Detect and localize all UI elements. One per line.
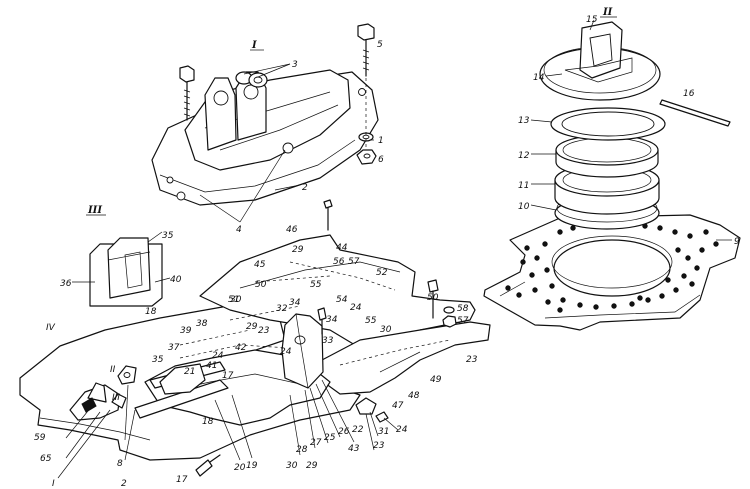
callout-29: 29	[292, 245, 304, 255]
callout-41: 41	[206, 361, 217, 371]
callout-16: 16	[683, 89, 695, 99]
callout-28: 28	[296, 445, 308, 455]
callout-51: 51	[228, 295, 239, 305]
callout-24d: 24	[396, 425, 408, 435]
callout-1: 1	[378, 136, 384, 146]
callout-46: 46	[286, 225, 298, 235]
callout-48: 48	[408, 391, 420, 401]
callout-24: 24	[350, 303, 362, 313]
callout-29c: 29	[306, 461, 318, 471]
callout-17b: 17	[176, 475, 188, 485]
callout-31: 31	[378, 427, 389, 437]
callout-23c: 23	[373, 441, 385, 451]
callout-4: 4	[236, 225, 242, 235]
roman-view-labels: I II III	[86, 7, 617, 216]
callout-49: 49	[430, 375, 442, 385]
callout-57: 57	[348, 257, 360, 267]
view-label-i: I	[251, 40, 257, 51]
callout-38: 38	[196, 319, 208, 329]
callout-55: 55	[310, 280, 322, 290]
part-callouts: 3 5 1 6 2 4 15 14 16 13 12 11 10 9 35 36…	[34, 15, 740, 489]
callout-47: 47	[392, 401, 404, 411]
callout-26: 26	[338, 427, 350, 437]
callout-42: 42	[235, 343, 247, 353]
callout-19: 19	[246, 461, 258, 471]
callout-33: 33	[322, 336, 334, 346]
view-ii-ring-stack	[483, 19, 741, 331]
callout-35b: 35	[152, 355, 164, 365]
callout-29b: 29	[246, 322, 258, 332]
callout-55b: 55	[365, 316, 377, 326]
callout-roman-i: I	[52, 479, 55, 489]
callout-24b: 24	[212, 351, 224, 361]
callout-6: 6	[378, 155, 384, 165]
callout-20: 20	[234, 463, 246, 473]
callout-2-lower: 2	[121, 479, 127, 489]
callout-23b: 23	[466, 355, 478, 365]
callout-44: 44	[336, 243, 348, 253]
callout-3: 3	[292, 60, 298, 70]
callout-58: 58	[457, 304, 469, 314]
callout-43: 43	[348, 444, 360, 454]
callout-18b: 18	[202, 417, 214, 427]
callout-39: 39	[180, 326, 192, 336]
callout-34: 34	[289, 298, 301, 308]
view-iii-floor-assembly	[19, 199, 491, 479]
callout-40: 40	[170, 275, 182, 285]
callout-27: 27	[310, 438, 322, 448]
callout-25: 25	[324, 433, 336, 443]
callout-56: 56	[333, 257, 345, 267]
callout-36: 36	[60, 279, 72, 289]
view-i-bracket	[151, 23, 379, 223]
callout-50b: 50	[427, 293, 439, 303]
callout-11: 11	[518, 181, 529, 191]
callout-52: 52	[376, 268, 388, 278]
callout-8: 8	[117, 459, 123, 469]
callout-65: 65	[40, 454, 52, 464]
callout-18: 18	[145, 307, 157, 317]
callout-roman-iv: IV	[46, 323, 56, 333]
callout-54: 54	[336, 295, 348, 305]
callout-23: 23	[258, 326, 270, 336]
callout-59: 59	[34, 433, 46, 443]
callout-5: 5	[377, 40, 383, 50]
callout-9: 9	[734, 237, 740, 247]
callout-12: 12	[518, 151, 530, 161]
callout-45: 45	[254, 260, 266, 270]
callout-50: 50	[255, 280, 267, 290]
callout-34b: 34	[326, 315, 338, 325]
callout-14: 14	[533, 73, 545, 83]
callout-10: 10	[518, 202, 530, 212]
callout-roman-ii: II	[110, 365, 116, 375]
callout-30c: 30	[230, 295, 242, 305]
callout-15: 15	[586, 15, 598, 25]
callout-30: 30	[380, 325, 392, 335]
callout-35: 35	[162, 231, 174, 241]
plate-bolt-holes	[505, 223, 719, 313]
view-label-iii: III	[87, 205, 102, 216]
callout-21: 21	[184, 367, 195, 377]
callout-57b: 57	[457, 316, 469, 326]
callout-32: 32	[276, 304, 288, 314]
callout-17: 17	[222, 371, 234, 381]
callout-30b: 30	[286, 461, 298, 471]
callout-37: 37	[168, 343, 180, 353]
view-label-ii: II	[602, 7, 613, 18]
callout-24c: 24	[280, 347, 292, 357]
callout-13: 13	[518, 116, 530, 126]
callout-22: 22	[352, 425, 364, 435]
callout-2: 2	[302, 183, 308, 193]
callout-roman-iii: III	[112, 393, 120, 403]
